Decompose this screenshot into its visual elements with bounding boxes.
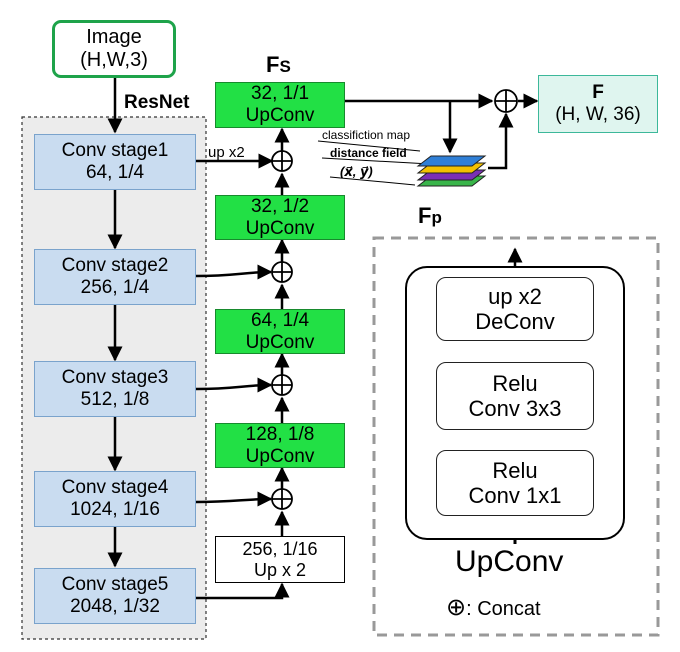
concat-icon: ⊕ (446, 594, 467, 621)
arrow-stage4-to-concat (195, 491, 273, 507)
upconv-title: UpConv (245, 217, 315, 239)
input-title: Image (86, 26, 142, 48)
vector-field-label: (x⃗, y⃗) (340, 164, 373, 179)
input-shape: (H,W,3) (80, 49, 148, 71)
resnet-label: ResNet (124, 92, 190, 113)
legend-block-line2: Conv 3x3 (468, 396, 562, 421)
conv-stage-3: Conv stage3 512, 1/8 (34, 361, 196, 417)
arrow-stage5-to-upsample (196, 582, 290, 600)
arrow-stage3-to-concat (195, 377, 273, 393)
upconv-block-2: 32, 1/2 UpConv (215, 195, 345, 240)
conv-stage-4: Conv stage4 1024, 1/16 (34, 471, 196, 527)
upconv-block-4: 128, 1/8 UpConv (215, 423, 345, 468)
upconv-block-3: 64, 1/4 UpConv (215, 309, 345, 354)
stage-spec: 256, 1/4 (80, 277, 150, 298)
input-image-node: Image (H,W,3) (52, 20, 176, 78)
upconv-title: UpConv (245, 105, 315, 126)
upsample-spec: 256, 1/16 (242, 538, 318, 559)
legend-block-line2: Conv 1x1 (468, 483, 562, 508)
stage-title: Conv stage1 (61, 140, 169, 162)
legend-conv1x1-block: Relu Conv 1x1 (436, 450, 594, 516)
upsample-title: Up x 2 (253, 559, 307, 580)
output-shape: (H, W, 36) (555, 104, 641, 125)
upsample-x2-label: up x2 (208, 144, 245, 161)
stage-spec: 2048, 1/32 (70, 596, 160, 617)
arrow-stage2-to-concat (195, 264, 273, 280)
fp-label: Fp (418, 203, 442, 228)
pointer-distance (321, 157, 431, 165)
upconv-block-1: 32, 1/1 UpConv (215, 82, 345, 128)
legend-block-line2: DeConv (475, 309, 555, 334)
output-title: F (592, 82, 604, 104)
legend-conv3x3-block: Relu Conv 3x3 (436, 362, 594, 430)
conv-stage-5: Conv stage5 2048, 1/32 (34, 568, 196, 624)
legend-block-line1: Relu (492, 370, 538, 396)
upconv-spec: 64, 1/4 (250, 309, 310, 331)
stage-spec: 64, 1/4 (85, 162, 145, 183)
upconv-title: UpConv (245, 331, 315, 353)
pointer-classification (317, 140, 421, 152)
upconv-title: UpConv (245, 445, 315, 467)
distance-field-label: distance field (330, 146, 407, 160)
fs-label: FS (266, 52, 291, 77)
upsample-block: 256, 1/16 Up x 2 (215, 536, 345, 583)
upconv-spec: 128, 1/8 (245, 423, 315, 445)
stage-title: Conv stage4 (61, 477, 169, 499)
stage-title: Conv stage2 (61, 255, 169, 277)
classification-map-label: classifiction map (322, 128, 411, 142)
output-node: F (H, W, 36) (538, 75, 658, 133)
upconv-spec: 32, 1/2 (250, 195, 310, 217)
upconv-spec: 32, 1/1 (250, 83, 310, 105)
stage-spec: 1024, 1/16 (70, 499, 160, 520)
concat-key-label: : Concat (466, 598, 541, 620)
pointer-vector (329, 176, 416, 186)
legend-block-line1: up x2 (488, 283, 542, 309)
stage-title: Conv stage5 (61, 574, 169, 596)
arrow-fp-to-final-concat (488, 112, 514, 170)
stage-spec: 512, 1/8 (80, 389, 150, 410)
fp-map-stack (416, 155, 487, 187)
legend-concat-key: ⊕: Concat (446, 593, 541, 622)
legend-title: UpConv (455, 545, 564, 578)
conv-stage-1: Conv stage1 64, 1/4 (34, 134, 196, 190)
legend-block-line1: Relu (492, 457, 538, 483)
stage-title: Conv stage3 (61, 367, 169, 389)
upconv-legend-panel (372, 236, 660, 637)
conv-stage-2: Conv stage2 256, 1/4 (34, 249, 196, 305)
legend-deconv-block: up x2 DeConv (436, 277, 594, 341)
